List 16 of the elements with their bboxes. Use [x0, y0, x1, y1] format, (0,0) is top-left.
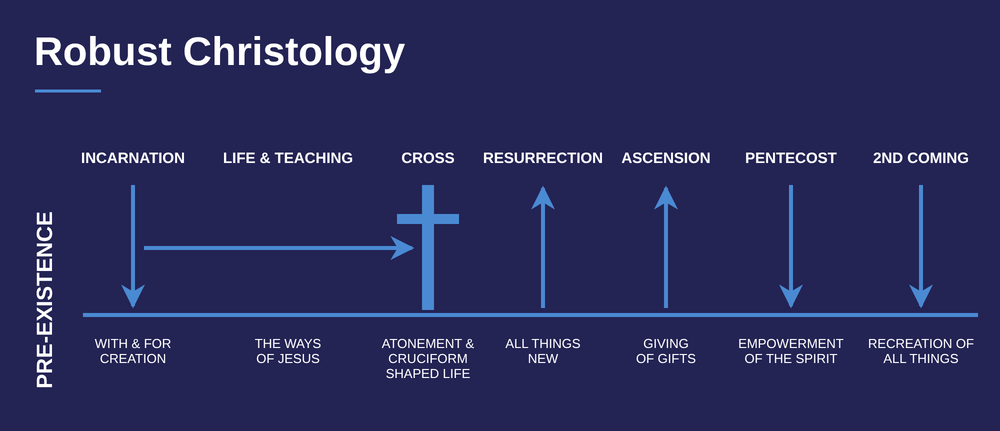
stage-heading: LIFE & TEACHING [223, 150, 353, 167]
stage-heading: ASCENSION [621, 150, 711, 167]
stage-heading: CROSS [401, 150, 455, 167]
axis-label: PRE-EXISTENCE [32, 211, 58, 389]
title: Robust Christology [34, 30, 406, 75]
stage-heading: RESURRECTION [483, 150, 603, 167]
stage-description: ATONEMENT & CRUCIFORM SHAPED LIFE [380, 336, 476, 381]
stage-description: ALL THINGS NEW [504, 336, 582, 366]
stage-description: WITH & FOR CREATION [94, 336, 172, 366]
stage-heading: PENTECOST [745, 150, 837, 167]
stage-heading: 2ND COMING [873, 150, 969, 167]
stage-description: EMPOWERMENT OF THE SPIRIT [737, 336, 845, 366]
stage-description: THE WAYS OF JESUS [254, 336, 322, 366]
stage-description: RECREATION OF ALL THINGS [868, 336, 974, 366]
stage-heading: INCARNATION [81, 150, 185, 167]
stage-description: GIVING OF GIFTS [636, 336, 696, 366]
